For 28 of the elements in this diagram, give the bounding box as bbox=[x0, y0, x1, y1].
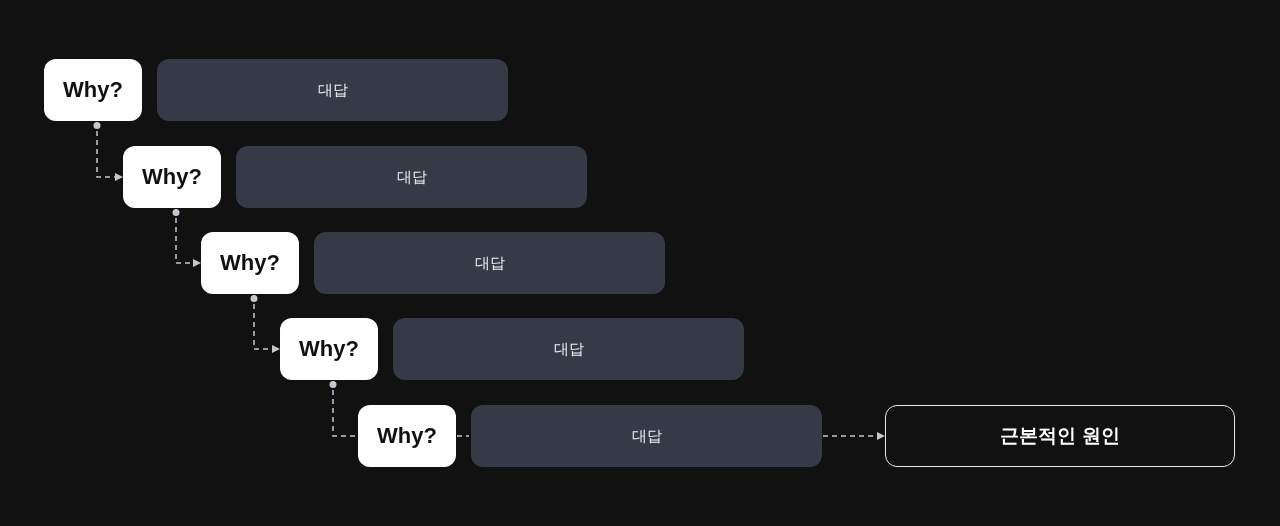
answer-box bbox=[236, 146, 587, 208]
question-box bbox=[44, 59, 142, 121]
answer-box bbox=[157, 59, 508, 121]
answer-label: 대답 bbox=[553, 339, 584, 359]
question-box bbox=[280, 318, 378, 380]
dashed-arrow bbox=[93, 121, 124, 181]
question-label: Why? bbox=[299, 336, 359, 362]
question-box bbox=[123, 146, 221, 208]
root-cause-box bbox=[885, 405, 1235, 467]
root-cause-label: 근본적인 원인 bbox=[999, 423, 1121, 448]
question-label: Why? bbox=[63, 77, 123, 103]
question-label: Why? bbox=[220, 250, 280, 276]
dashed-connector-line bbox=[456, 435, 470, 437]
dashed-connector-line bbox=[329, 380, 357, 437]
answer-label: 대답 bbox=[474, 253, 505, 273]
question-label: Why? bbox=[377, 423, 437, 449]
answer-label: 대답 bbox=[631, 426, 662, 446]
answer-box bbox=[314, 232, 665, 294]
question-box bbox=[201, 232, 299, 294]
dashed-arrow bbox=[172, 208, 202, 267]
question-label: Why? bbox=[142, 164, 202, 190]
answer-box bbox=[471, 405, 822, 467]
dashed-arrow bbox=[822, 432, 886, 440]
question-box bbox=[358, 405, 456, 467]
answer-label: 대답 bbox=[317, 80, 348, 100]
dashed-arrow bbox=[250, 294, 281, 353]
answer-box bbox=[393, 318, 744, 380]
answer-label: 대답 bbox=[396, 167, 427, 187]
